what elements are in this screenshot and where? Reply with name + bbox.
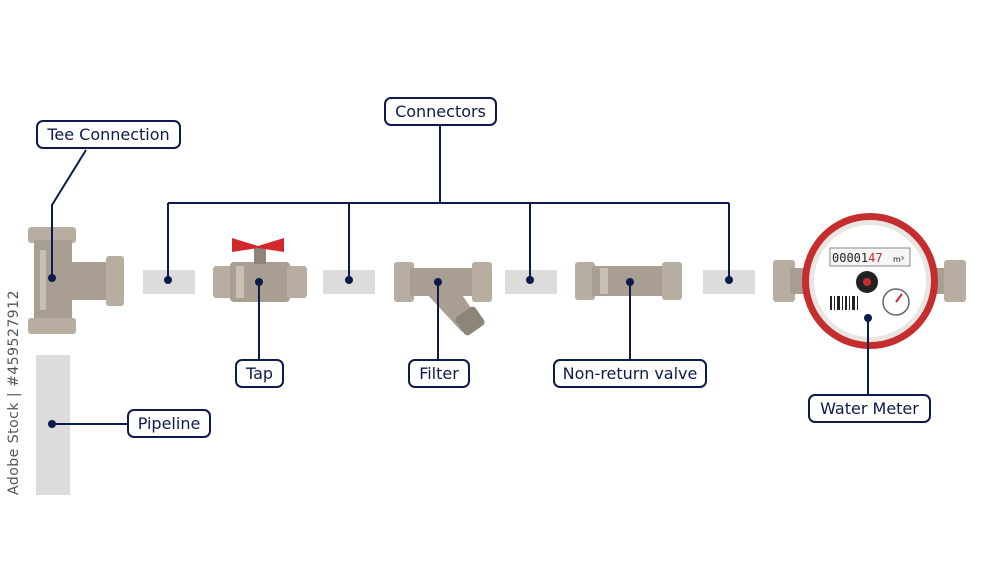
dot-connector-4 (725, 276, 733, 284)
meter-counter (829, 247, 911, 267)
svg-text:Pipeline: Pipeline (138, 414, 201, 433)
label-tee-connection: Tee Connection (36, 120, 181, 149)
label-filter: Filter (408, 359, 470, 388)
meter-barcode (830, 296, 858, 310)
dot-connector-2 (345, 276, 353, 284)
filter-strainer (394, 262, 492, 336)
non-return-valve (575, 262, 682, 300)
label-connectors: Connectors (384, 97, 497, 126)
dot-water-meter (864, 314, 872, 322)
dot-filter (434, 278, 442, 286)
meter-unit: m³ (893, 255, 904, 264)
label-non-return-valve: Non-return valve (553, 359, 707, 388)
svg-text:Tee Connection: Tee Connection (46, 125, 169, 144)
svg-text:Filter: Filter (419, 364, 459, 383)
svg-text:0000147: 0000147 (832, 251, 883, 265)
tap-handle (232, 238, 284, 252)
svg-text:Water Meter: Water Meter (820, 399, 919, 418)
label-pipeline: Pipeline (127, 409, 211, 438)
dot-tap (255, 278, 263, 286)
dot-connector-3 (526, 276, 534, 284)
label-tap: Tap (235, 359, 284, 388)
dot-non-return-valve (626, 278, 634, 286)
meter-digits-red: 47 (868, 251, 882, 265)
label-water-meter: Water Meter (808, 394, 931, 423)
dot-connector-1 (164, 276, 172, 284)
dot-tee (48, 274, 56, 282)
svg-text:Tap: Tap (245, 364, 273, 383)
svg-text:Non-return valve: Non-return valve (563, 364, 698, 383)
leader-tee (51, 149, 87, 278)
dot-pipeline (48, 420, 56, 428)
tee-connection-fitting (28, 227, 124, 334)
svg-text:Connectors: Connectors (395, 102, 486, 121)
stock-credit: Adobe Stock | #459527912 (6, 290, 22, 495)
water-meter: 0000147 m³ (773, 213, 966, 349)
meter-digits-black: 00001 (832, 251, 868, 265)
